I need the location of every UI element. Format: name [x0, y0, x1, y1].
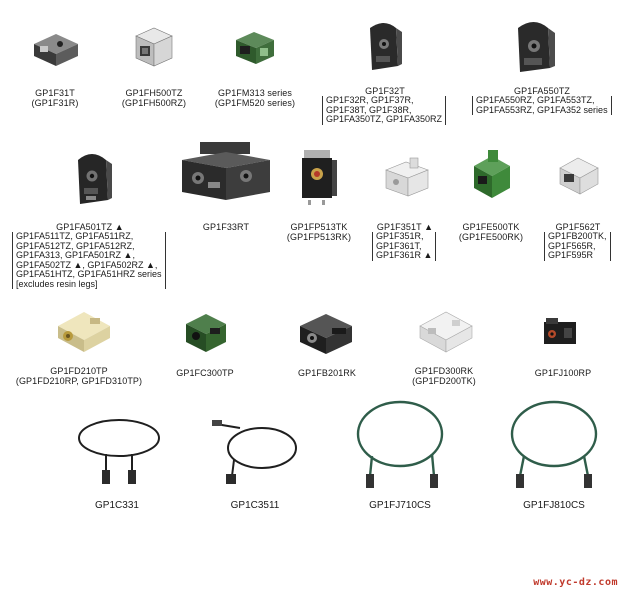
gp1fj100rp-photo — [538, 312, 582, 352]
gp1fj710cs-cable-photo — [352, 398, 448, 490]
gp1f562t-photo — [556, 152, 602, 198]
gp1fm313-label: GP1FM313 series(GP1FM520 series) — [214, 88, 296, 108]
gp1c3511-label: GP1C3511 — [230, 500, 280, 511]
gp1fa550tz-variants: GP1FA550RZ, GP1FA553TZ, GP1FA553RZ, GP1F… — [472, 95, 612, 115]
gp1fb201rk-label: GP1FB201RK — [297, 368, 357, 378]
gp1fj710cs-label: GP1FJ710CS — [369, 500, 431, 511]
gp1f562t-label: GP1F562T — [555, 222, 601, 232]
gp1fa501tz-label: GP1FA501TZ ▲ — [56, 222, 124, 232]
gp1fd210tp-label: GP1FD210TP(GP1FD210RP, GP1FD310TP) — [15, 366, 143, 386]
gp1fj810cs-label: GP1FJ810CS — [523, 500, 585, 511]
gp1fe500tk-photo — [468, 148, 516, 204]
gp1f33rt-label: GP1F33RT — [202, 222, 250, 232]
gp1f33rt-photo — [178, 140, 274, 206]
gp1f351t-variants: GP1F351R, GP1F361T, GP1F361R ▲ — [372, 231, 437, 261]
gp1fd300rk-photo — [416, 304, 476, 356]
gp1fp513tk-label: GP1FP513TK(GP1FP513RK) — [286, 222, 352, 242]
gp1f32t-variants: GP1F32R, GP1F37R, GP1F38T, GP1F38R, GP1F… — [322, 95, 447, 125]
gp1fh500tz-photo — [130, 26, 178, 68]
gp1fa550tz-label: GP1FA550TZ — [513, 86, 571, 96]
gp1c331-label: GP1C331 — [95, 500, 139, 511]
gp1fc300tp-label: GP1FC300TP — [176, 368, 234, 378]
gp1f32t-photo — [362, 18, 406, 74]
gp1fd300rk-label: GP1FD300RK(GP1FD200TK) — [412, 366, 476, 386]
watermark-text: www.yc-dz.com — [533, 577, 618, 588]
gp1fa501tz-variants: GP1FA511TZ, GP1FA511RZ, GP1FA512TZ, GP1F… — [12, 231, 166, 289]
gp1f351t-label: GP1F351T ▲ — [376, 222, 434, 232]
gp1c331-cable-photo — [74, 414, 164, 488]
gp1fm313-photo — [232, 28, 278, 68]
gp1f351t-photo — [382, 156, 434, 200]
gp1fc300tp-photo — [180, 306, 230, 356]
gp1c3511-cable-photo — [210, 414, 300, 488]
gp1fj810cs-cable-photo — [506, 398, 602, 490]
gp1fe500tk-label: GP1FE500TK(GP1FE500RK) — [458, 222, 524, 242]
gp1fh500tz-label: GP1FH500TZ(GP1FH500RZ) — [121, 88, 187, 108]
gp1fa501tz-photo — [70, 148, 116, 208]
gp1fd210tp-photo — [54, 304, 114, 356]
gp1f32t-label: GP1F32T — [365, 86, 405, 96]
gp1fb201rk-photo — [296, 306, 356, 358]
gp1f562t-variants: GP1FB200TK, GP1F565R, GP1F595R — [544, 231, 611, 261]
gp1f31t-photo — [30, 30, 82, 68]
gp1fa550tz-photo — [510, 16, 558, 76]
gp1fp513tk-photo — [296, 146, 340, 206]
gp1f31t-label: GP1F31T(GP1F31R) — [31, 88, 79, 108]
gp1fj100rp-label: GP1FJ100RP — [534, 368, 592, 378]
